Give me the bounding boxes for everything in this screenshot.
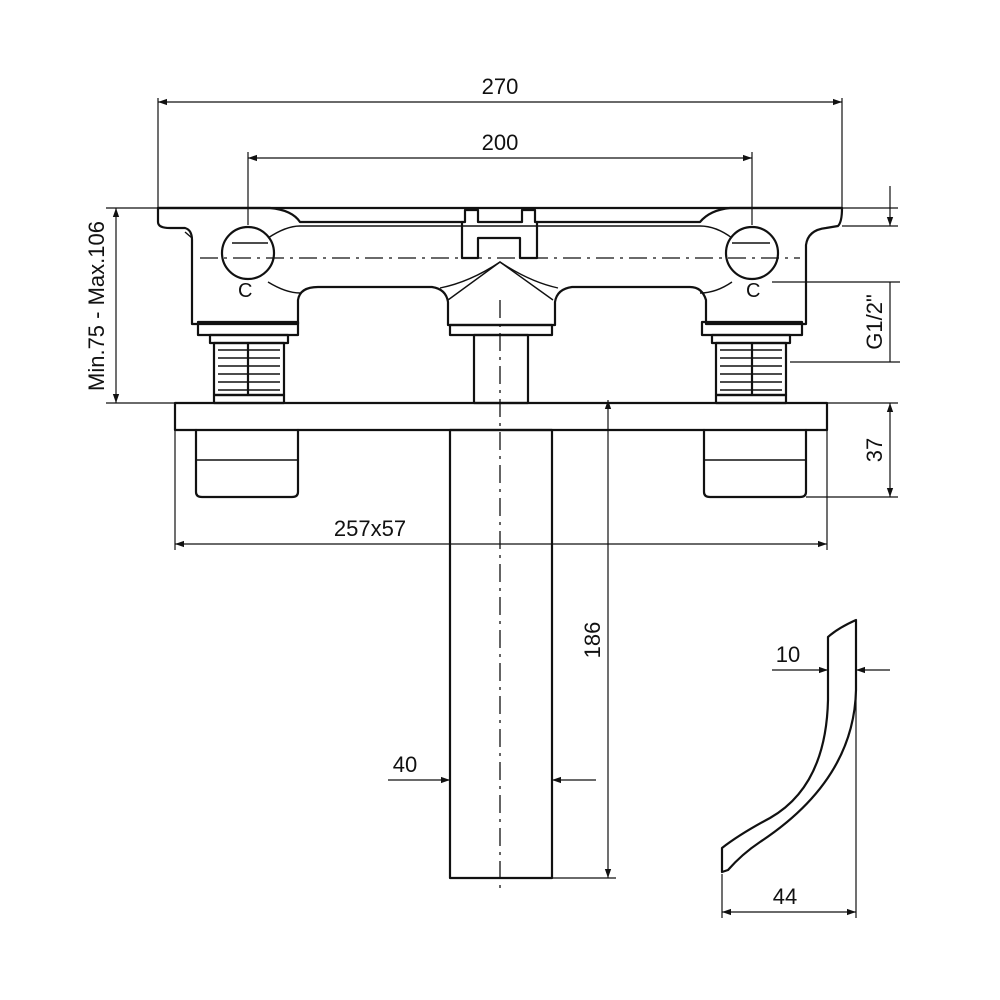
cold-marking: C: [238, 280, 252, 302]
dimension-257x57-label: 257x57: [334, 516, 406, 541]
center-stem: [448, 323, 554, 405]
dimension-10-label: 10: [776, 642, 800, 667]
cold-connection-circle: [220, 225, 276, 281]
dimension-200: 200: [247, 130, 753, 225]
left-valve-assembly: [196, 320, 300, 405]
dimension-height-range-label: Min.75 - Max.106: [84, 221, 109, 391]
spout: [448, 300, 554, 890]
dimension-top-thickness: [842, 186, 898, 227]
dimension-40-label: 40: [393, 752, 417, 777]
dimension-270: 270: [157, 74, 843, 208]
escutcheon-plate: [173, 401, 829, 499]
dimension-200-label: 200: [482, 130, 519, 155]
dimension-44-label: 44: [773, 884, 797, 909]
right-valve-assembly: [700, 320, 804, 405]
dimension-186: 186: [552, 400, 616, 879]
dimension-40: 40: [388, 752, 596, 784]
dimension-thread: G1/2": [772, 281, 900, 363]
dimension-186-label: 186: [580, 622, 605, 659]
dimension-37: 37: [806, 402, 898, 498]
dimension-height-range: Min.75 - Max.106: [84, 207, 175, 404]
dimension-270-label: 270: [482, 74, 519, 99]
hot-connection-circle: [724, 225, 780, 281]
hot-marking: C: [746, 280, 760, 302]
dimension-10: 10: [772, 620, 890, 676]
dimension-257x57: 257x57: [174, 430, 828, 550]
right-thread: [714, 341, 788, 397]
spout-profile: [720, 618, 858, 874]
left-thread: [212, 341, 286, 397]
dimension-44: 44: [721, 690, 857, 918]
dimension-thread-label: G1/2": [862, 294, 887, 350]
dimension-37-label: 37: [862, 438, 887, 462]
